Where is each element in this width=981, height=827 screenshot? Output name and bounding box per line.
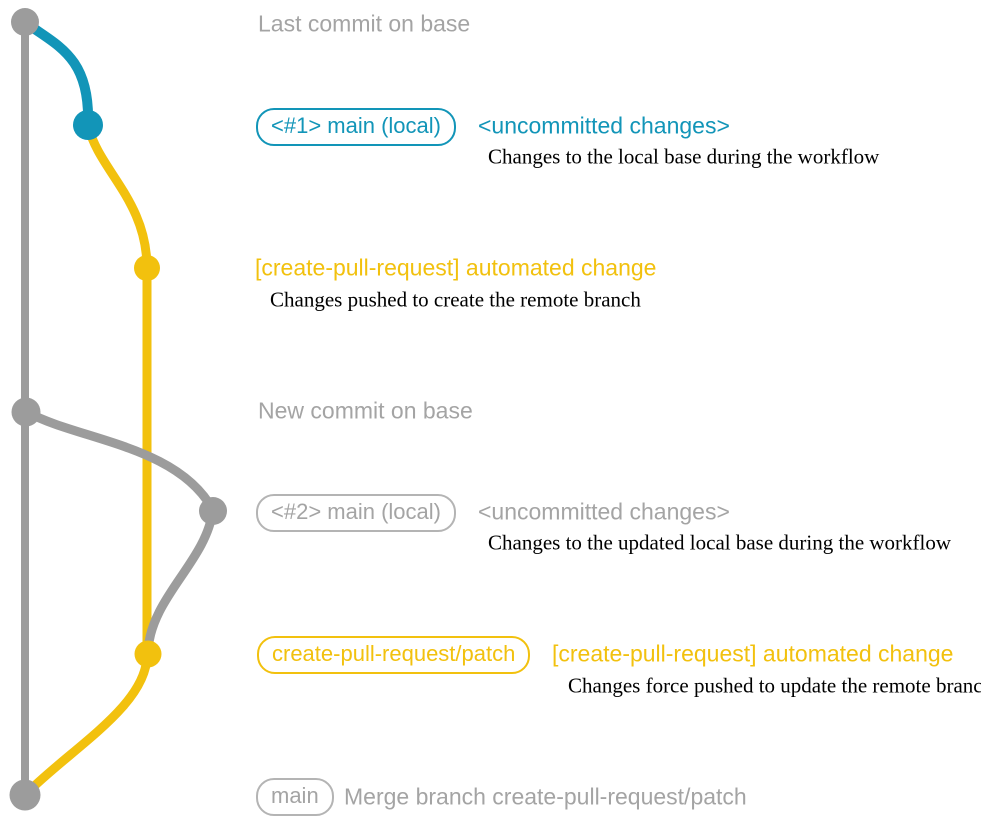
commit-message-automated-change-1: [create-pull-request] automated change (255, 254, 657, 281)
branch-label-main-local-2: <#2> main (local) (256, 494, 456, 532)
branch-line-create-pull-request-patch (22, 120, 152, 798)
commit-message-merge: Merge branch create-pull-request/patch (344, 783, 747, 810)
commit-message-automated-change-2: [create-pull-request] automated change (552, 640, 954, 667)
branch-label-main-local-1: <#1> main (local) (256, 108, 456, 146)
annotation-automated-change-1: Changes pushed to create the remote bran… (270, 287, 641, 312)
branch-line-main-local-1 (20, 17, 94, 128)
commit-dot-merge (9, 779, 41, 811)
annotation-uncommitted-1: Changes to the local base during the wor… (488, 144, 880, 169)
commit-dot-new-commit-on-base (11, 397, 41, 427)
commit-dot-uncommitted-2 (199, 497, 227, 525)
branch-line-main-local-2 (22, 407, 218, 655)
commit-dot-automated-change-1 (134, 255, 160, 281)
commit-message-uncommitted-1: <uncommitted changes> (478, 112, 730, 139)
commit-dot-last-commit-on-base (11, 8, 39, 36)
annotation-automated-change-2: Changes force pushed to update the remot… (568, 673, 981, 698)
commit-dot-automated-change-2 (134, 640, 162, 668)
commit-message-new-commit-on-base: New commit on base (258, 397, 473, 424)
commit-message-uncommitted-2: <uncommitted changes> (478, 498, 730, 525)
commit-dot-uncommitted-1 (73, 110, 103, 140)
commit-message-last-commit-on-base: Last commit on base (258, 10, 471, 37)
branch-label-create-pull-request-patch: create-pull-request/patch (257, 636, 531, 674)
annotation-uncommitted-2: Changes to the updated local base during… (488, 530, 952, 555)
branch-label-main: main (256, 778, 334, 816)
